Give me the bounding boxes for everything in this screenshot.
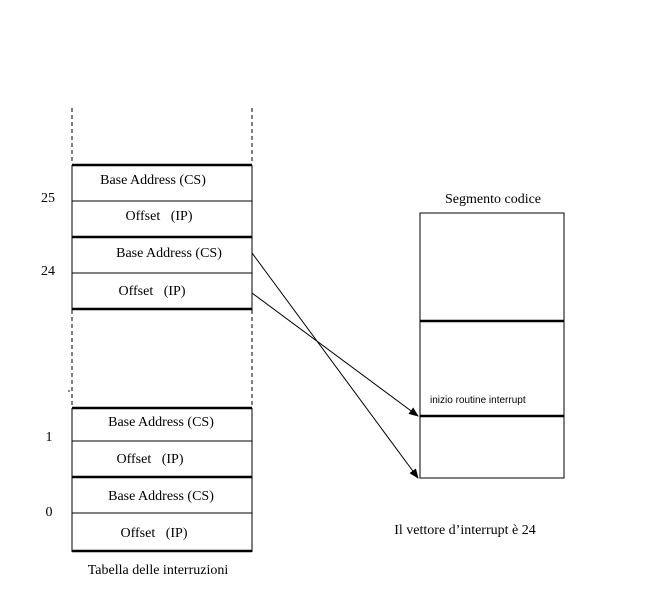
table-lower-block (71, 406, 253, 553)
entry-1-base: Base Address (CS) (108, 415, 214, 430)
entry-0-base: Base Address (CS) (108, 489, 214, 504)
table-upper-block (71, 163, 253, 311)
entry-24-offset: Offset (IP) (118, 284, 185, 299)
entry-1-offset: Offset (IP) (116, 452, 183, 467)
entry-25-offset: Offset (IP) (125, 209, 192, 224)
entry-0-index: 0 (46, 505, 53, 520)
entry-0-offset: Offset (IP) (120, 526, 187, 541)
arrow-offset-to-routine-start (251, 292, 419, 417)
entry-25-index: 25 (41, 191, 55, 206)
entry-1-index: 1 (46, 430, 53, 445)
code-segment-box (419, 212, 565, 479)
arrow-base-to-segment-end (251, 252, 419, 479)
interrupt-vector-note: Il vettore d’interrupt è 24 (394, 523, 536, 538)
code-segment-title: Segmento codice (445, 192, 541, 207)
routine-start-label: inizio routine interrupt (430, 395, 526, 406)
entry-24-index: 24 (41, 264, 55, 279)
table-caption: Tabella delle interruzioni (88, 563, 229, 578)
gap-dot (68, 390, 70, 392)
entry-25-base: Base Address (CS) (100, 173, 206, 188)
entry-24-base: Base Address (CS) (116, 246, 222, 261)
